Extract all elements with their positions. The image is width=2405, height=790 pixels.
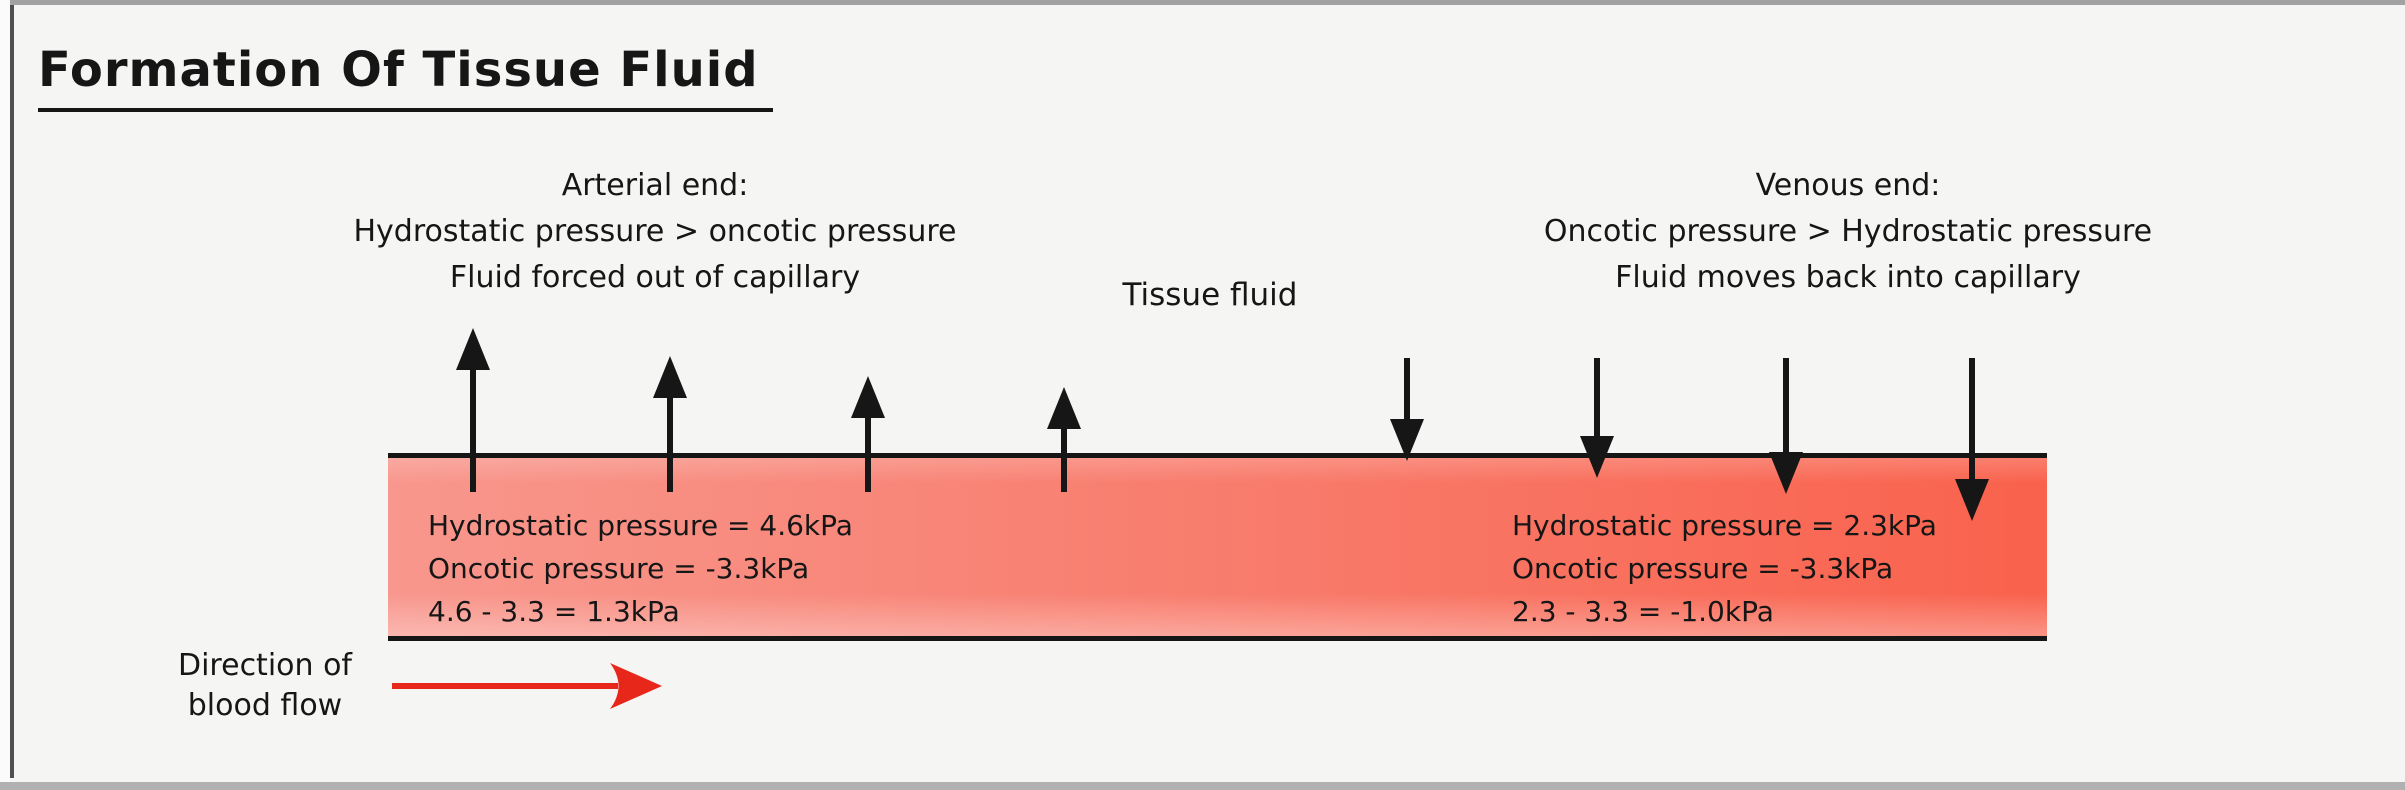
frame-top-bar bbox=[0, 0, 2405, 5]
arterial-end-line1: Hydrostatic pressure > oncotic pressure bbox=[353, 214, 957, 249]
arterial-end-line2: Fluid forced out of capillary bbox=[449, 260, 861, 295]
arterial-end-note: Arterial end: Hydrostatic pressure > onc… bbox=[305, 163, 1005, 301]
blood-flow-direction-label: Direction of blood flow bbox=[140, 646, 390, 726]
venous-oncotic-value: Oncotic pressure = -3.3kPa bbox=[1512, 552, 1894, 585]
arterial-end-heading: Arterial end: bbox=[561, 168, 749, 203]
tissue-fluid-label: Tissue fluid bbox=[1122, 277, 1298, 313]
blood-flow-direction-line2: blood flow bbox=[187, 688, 343, 723]
arterial-pressure-values: Hydrostatic pressure = 4.6kPa Oncotic pr… bbox=[428, 504, 853, 633]
arterial-net-value: 4.6 - 3.3 = 1.3kPa bbox=[428, 595, 680, 628]
venous-end-line2: Fluid moves back into capillary bbox=[1615, 260, 2081, 295]
frame-bottom-bar bbox=[0, 782, 2405, 790]
venous-end-line1: Oncotic pressure > Hydrostatic pressure bbox=[1543, 214, 2153, 249]
page-title: Formation Of Tissue Fluid bbox=[38, 42, 773, 112]
blood-flow-direction-line1: Direction of bbox=[178, 648, 352, 683]
venous-hydrostatic-value: Hydrostatic pressure = 2.3kPa bbox=[1512, 509, 1937, 542]
venous-end-heading: Venous end: bbox=[1755, 168, 1941, 203]
arterial-hydrostatic-value: Hydrostatic pressure = 4.6kPa bbox=[428, 509, 853, 542]
arterial-oncotic-value: Oncotic pressure = -3.3kPa bbox=[428, 552, 810, 585]
frame-left-border bbox=[10, 5, 14, 778]
blood-flow-arrow bbox=[392, 663, 662, 709]
fluid-in-arrow bbox=[1390, 358, 1424, 461]
venous-pressure-values: Hydrostatic pressure = 2.3kPa Oncotic pr… bbox=[1512, 504, 1937, 633]
venous-net-value: 2.3 - 3.3 = -1.0kPa bbox=[1512, 595, 1774, 628]
venous-end-note: Venous end: Oncotic pressure > Hydrostat… bbox=[1498, 163, 2198, 301]
frame-left-margin bbox=[0, 0, 10, 790]
